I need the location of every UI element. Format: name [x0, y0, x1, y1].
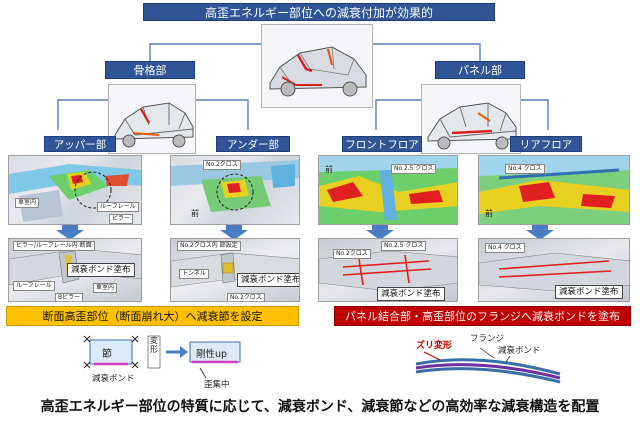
upper-tag-cabin-2: 車室内 — [93, 283, 118, 293]
front-tag-no25-cross-2: No.2.5 クロス — [381, 241, 427, 251]
upper-tag-pillar: ピラー — [109, 214, 134, 224]
upper-tag-cabin: 車室内 — [15, 198, 40, 208]
front-bond-label: 減衰ボンド塗布 — [377, 287, 445, 301]
front-floor-section-header: フロントフロア — [342, 136, 422, 152]
flange-bond-legend: ズリ変形 フランジ 減衰ボンド — [410, 330, 570, 388]
upper-tag-roofrail: ルーフレール — [97, 202, 139, 212]
upper-strain-simulation: 車室内 ルーフレール ピラー — [8, 155, 142, 225]
frame-section-header: 骨格部 — [105, 61, 195, 79]
under-strain-simulation: No.2クロス 前 — [170, 155, 300, 225]
front-tag-front: 前 — [325, 165, 333, 174]
legend-flange-label: フランジ — [470, 334, 505, 344]
upper-bond-application-view: ピラー/ルーフレール内 断面 ルーフレール 車室内 Bピラー 減衰ボンド塗布 — [8, 238, 142, 302]
front-floor-bond-application-view: No.2.5 クロス No.2クロス 減衰ボンド塗布 — [318, 238, 458, 302]
car-body-main-image — [261, 24, 373, 108]
rear-bond-label: 減衰ボンド塗布 — [555, 285, 623, 299]
rear-floor-section-header: リアフロア — [510, 136, 582, 152]
front-tag-no25-cross: No.2.5 クロス — [391, 164, 437, 174]
panel-car-image — [421, 84, 521, 154]
under-tag-tunnel: トンネル — [179, 269, 209, 279]
summary-caption: 高歪エネルギー部位の特質に応じて、減衰ボンド、減衰節などの高効率な減衰構造を配置 — [40, 399, 600, 415]
rear-tag-no4-cross: No.4 クロス — [505, 164, 545, 174]
upper-tag-section: ピラー/ルーフレール内 断面 — [13, 241, 95, 251]
rear-tag-front: 前 — [485, 209, 493, 218]
legend-bond-label: 減衰ボンド — [92, 374, 135, 384]
front-tag-no2-cross: No.2クロス — [333, 249, 371, 259]
under-tag-front: 前 — [191, 209, 199, 218]
legend-stiffness-up-label: 剛性up — [196, 349, 228, 360]
legend-strain-label: 歪集中 — [204, 380, 230, 390]
rear-floor-bond-application-view: No.4 クロス 減衰ボンド塗布 — [478, 238, 630, 302]
legend-node-label: 節 — [102, 349, 112, 360]
rear-floor-strain-simulation: No.4 クロス 前 — [478, 155, 630, 225]
panel-method-banner: パネル結合部・高歪部位のフランジへ減衰ボンドを塗布 — [334, 306, 631, 326]
under-tag-no2-cross-2: No.2クロス — [227, 293, 265, 301]
under-bond-label: 減衰ボンド塗布 — [237, 273, 299, 287]
under-bond-application-view: No.2クロス内 節設定 トンネル No.2クロス 減衰ボンド塗布 — [170, 238, 300, 302]
rear-tag-no4-cross-2: No.4 クロス — [485, 243, 525, 253]
front-floor-strain-simulation: No.2.5 クロス 前 — [318, 155, 458, 225]
frame-method-banner: 断面高歪部位（断面崩れ大）へ減衰節を設定 — [6, 306, 299, 326]
legend-shear-label: ズリ変形 — [416, 341, 453, 351]
upper-tag-roofrail-2: ルーフレール — [13, 281, 55, 291]
upper-tag-bpillar: Bピラー — [55, 293, 84, 301]
upper-bond-label: 減衰ボンド塗布 — [67, 263, 135, 277]
legend-deformation-label: 変形 — [150, 336, 158, 354]
under-tag-node-setting: No.2クロス内 節設定 — [177, 241, 241, 251]
under-section-header: アンダー部 — [216, 136, 290, 152]
upper-section-header: アッパー部 — [44, 136, 116, 152]
under-tag-no2-cross: No.2クロス — [203, 160, 241, 170]
damping-node-legend: 節 変形 剛性up 減衰ボンド 歪集中 — [80, 332, 280, 392]
frame-car-image — [108, 84, 196, 154]
legend-damping-bond-label: 減衰ボンド — [498, 346, 541, 356]
main-title: 高歪エネルギー部位への減衰付加が効果的 — [143, 3, 495, 21]
panel-section-header: パネル部 — [435, 61, 525, 79]
